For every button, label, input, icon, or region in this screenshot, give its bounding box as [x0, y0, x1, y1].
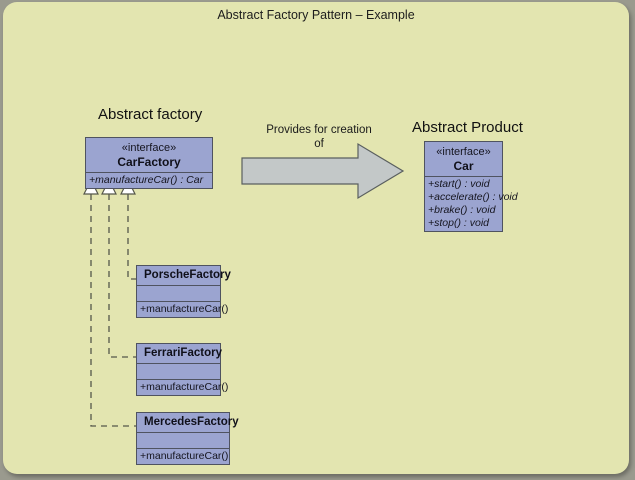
operation-manufacturecar-porsche: +manufactureCar()	[140, 303, 229, 315]
class-attributes-mercedesfactory	[137, 432, 229, 448]
class-operations-ferrarifactory: +manufactureCar()	[137, 379, 229, 395]
abstract-product-group-label: Abstract Product	[412, 119, 523, 136]
class-header-porschefactory: PorscheFactory	[137, 266, 231, 285]
arrow-caption-line-2: of	[314, 138, 324, 150]
class-operations-car: +start() : void +accelerate() : void +br…	[425, 176, 518, 231]
stereotype-car: «interface»	[436, 146, 491, 158]
operation-accelerate: +accelerate() : void	[428, 191, 518, 203]
class-box-ferrarifactory[interactable]: FerrariFactory +manufactureCar()	[136, 343, 229, 396]
class-operations-porschefactory: +manufactureCar()	[137, 301, 229, 317]
abstract-factory-group-label: Abstract factory	[98, 106, 203, 123]
class-box-mercedesfactory[interactable]: MercedesFactory +manufactureCar()	[136, 412, 239, 465]
class-header-car: «interface» Car	[425, 142, 502, 176]
class-header-ferrarifactory: FerrariFactory	[137, 344, 222, 363]
class-name-car: Car	[453, 159, 474, 173]
class-header-carfactory: «interface» CarFactory	[86, 138, 212, 172]
realization-line-ferrari	[108, 194, 136, 358]
operation-stop: +stop() : void	[428, 217, 489, 229]
class-operations-mercedesfactory: +manufactureCar()	[137, 448, 229, 464]
diagram-canvas: Abstract Factory Pattern – Example Abstr…	[3, 2, 629, 474]
operation-manufacturecar-mercedes: +manufactureCar()	[140, 450, 229, 462]
diagram-title: Abstract Factory Pattern – Example	[217, 8, 415, 22]
operation-manufacturecar: +manufactureCar() : Car	[89, 174, 204, 186]
operation-manufacturecar-ferrari: +manufactureCar()	[140, 381, 229, 393]
class-name-porschefactory: PorscheFactory	[144, 269, 231, 281]
provides-for-creation-arrow	[241, 142, 405, 200]
class-name-carfactory: CarFactory	[117, 155, 181, 169]
operation-brake: +brake() : void	[428, 204, 496, 216]
provides-for-creation-caption: Provides for creation of	[244, 123, 394, 151]
class-operations-carfactory: +manufactureCar() : Car	[86, 172, 212, 188]
class-box-carfactory[interactable]: «interface» CarFactory +manufactureCar()…	[85, 137, 213, 189]
operation-start: +start() : void	[428, 178, 490, 190]
class-name-mercedesfactory: MercedesFactory	[144, 416, 239, 428]
realization-line-mercedes	[90, 194, 136, 427]
class-attributes-ferrarifactory	[137, 363, 220, 379]
stereotype-carfactory: «interface»	[121, 142, 177, 154]
class-box-car[interactable]: «interface» Car +start() : void +acceler…	[424, 141, 518, 232]
class-attributes-porschefactory	[137, 285, 220, 301]
connector-layer	[83, 142, 405, 427]
class-header-mercedesfactory: MercedesFactory	[137, 413, 239, 432]
realization-line-porsche	[127, 194, 136, 280]
class-name-ferrarifactory: FerrariFactory	[144, 347, 222, 359]
class-box-porschefactory[interactable]: PorscheFactory +manufactureCar()	[136, 265, 231, 318]
arrow-caption-line-1: Provides for creation	[266, 124, 372, 136]
